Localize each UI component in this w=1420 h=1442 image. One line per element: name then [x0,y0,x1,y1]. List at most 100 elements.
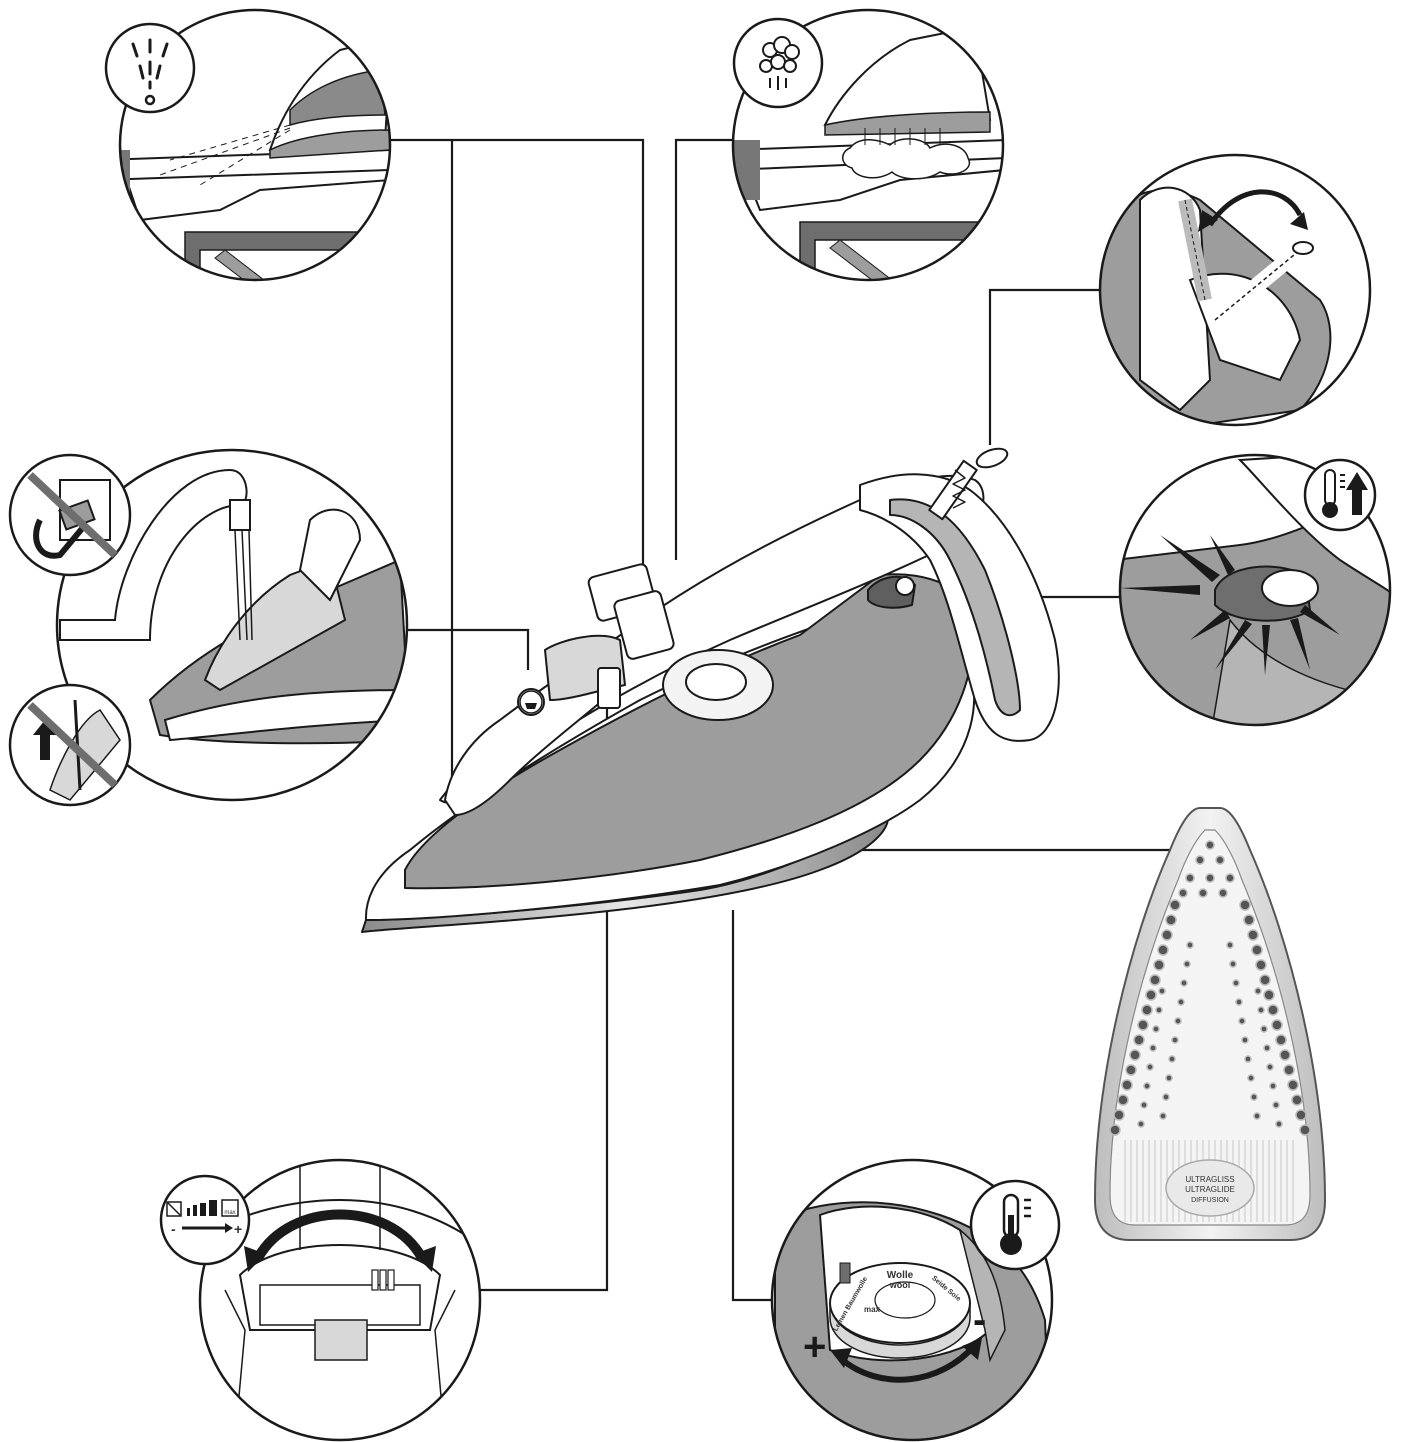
soleplate-hole [1256,960,1266,970]
soleplate-hole [1196,856,1204,864]
soleplate-hole [1240,900,1250,910]
soleplate-hole [1187,942,1193,948]
soleplate-hole [1169,1056,1175,1062]
soleplate-hole [1251,1094,1257,1100]
soleplate-hole [1147,1064,1153,1070]
soleplate-hole [1264,990,1274,1000]
soleplate-hole [1245,1056,1251,1062]
steam-burst-icon [734,19,822,107]
steam-level-minus: - [171,1221,176,1237]
thermometer-icon [971,1181,1059,1269]
soleplate-hole [1114,1110,1124,1120]
soleplate-hole [1166,915,1176,925]
soleplate-hole [1230,961,1236,967]
no-plug-icon [10,455,130,575]
dial-label-max: max [864,1305,881,1314]
dial-label-wool-en: wool [889,1280,911,1290]
callout-temperature-light [1115,450,1405,740]
steam-level-plus: + [234,1221,242,1237]
soleplate-hole [1227,942,1233,948]
soleplate-hole [1153,1026,1159,1032]
soleplate-hole [1267,1064,1273,1070]
soleplate-hole [1219,889,1227,897]
callout-spray [100,0,420,300]
soleplate-hole [1110,1125,1120,1135]
dial-plus-sign: + [803,1325,826,1369]
soleplate-hole [1184,961,1190,967]
soleplate-hole [1118,1095,1128,1105]
soleplate-hole [1244,915,1254,925]
soleplate-hole [1242,1037,1248,1043]
soleplate-hole [1296,1110,1306,1120]
soleplate-hole [1216,856,1224,864]
soleplate-hole [1159,988,1165,994]
soleplate-hole [1156,1007,1162,1013]
soleplate-hole [1248,930,1258,940]
no-lift-icon [10,685,130,805]
soleplate-hole [1233,980,1239,986]
soleplate-hole [1260,975,1270,985]
soleplate-hole [1254,1113,1260,1119]
soleplate-hole [1258,1007,1264,1013]
soleplate-hole [1264,1045,1270,1051]
callout-anti-scale-rod [1095,150,1385,440]
soleplate-hole [1255,988,1261,994]
soleplate-hole [1138,1020,1148,1030]
soleplate-hole [1268,1005,1278,1015]
soleplate-hole [1172,1037,1178,1043]
soleplate-hole [1126,1065,1136,1075]
soleplate-hole [1163,1094,1169,1100]
soleplate-hole [1141,1102,1147,1108]
soleplate-hole [1272,1020,1282,1030]
soleplate-brand-line3: DIFFUSION [1191,1197,1229,1204]
soleplate-brand-line2: ULTRAGLIDE [1185,1185,1235,1194]
soleplate-hole [1170,900,1180,910]
soleplate-hole [1300,1125,1310,1135]
soleplate-hole [1292,1095,1302,1105]
callout-steam-selector: max - + [161,1160,490,1442]
soleplate-hole [1150,975,1160,985]
soleplate-hole [1166,1075,1172,1081]
soleplate-hole [1206,874,1214,882]
soleplate-hole [1178,999,1184,1005]
soleplate-hole [1186,874,1194,882]
soleplate-hole [1175,1018,1181,1024]
soleplate-view: ULTRAGLISS ULTRAGLIDE DIFFUSION [1095,808,1325,1240]
iron-steam-selector [598,668,620,708]
soleplate-hole [1239,1018,1245,1024]
soleplate-hole [1162,930,1172,940]
main-iron [362,445,1059,932]
soleplate-hole [1122,1080,1132,1090]
soleplate-hole [1226,874,1234,882]
soleplate-hole [1284,1065,1294,1075]
soleplate-hole [1206,841,1214,849]
spray-icon [106,24,194,112]
dial-minus-sign: - [973,1298,986,1342]
steam-level-max: max [224,1210,235,1216]
soleplate-hole [1158,945,1168,955]
soleplate-hole [1154,960,1164,970]
soleplate-hole [1134,1035,1144,1045]
soleplate-hole [1280,1050,1290,1060]
soleplate-hole [1144,1083,1150,1089]
soleplate-hole [1150,1045,1156,1051]
soleplate-hole [1276,1121,1282,1127]
soleplate-hole [1130,1050,1140,1060]
callout-temperature-dial: Wolle wool Seide Soie Leinen Baumwolle m… [770,1160,1060,1442]
soleplate-hole [1248,1075,1254,1081]
steam-level-icon: max - + [161,1176,249,1264]
soleplate-hole [1142,1005,1152,1015]
temperature-light-icon [1305,460,1375,530]
soleplate-hole [1273,1102,1279,1108]
soleplate-hole [1288,1080,1298,1090]
soleplate-hole [1138,1121,1144,1127]
soleplate-hole [1179,889,1187,897]
soleplate-hole [1181,980,1187,986]
soleplate-hole [1146,990,1156,1000]
soleplate-hole [1276,1035,1286,1045]
soleplate-hole [1252,945,1262,955]
soleplate-hole [1236,999,1242,1005]
soleplate-hole [1160,1113,1166,1119]
soleplate-brand-line1: ULTRAGLISS [1185,1175,1234,1184]
